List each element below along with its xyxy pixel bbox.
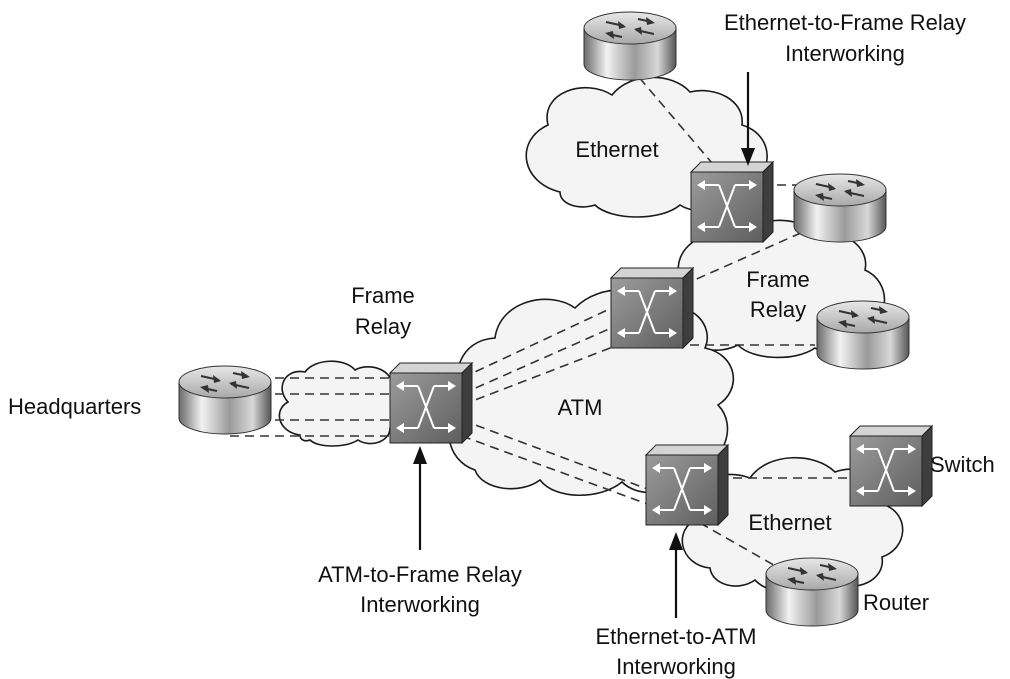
ethernet-top-label: Ethernet xyxy=(575,137,658,162)
ethernet-bottom-label: Ethernet xyxy=(748,510,831,535)
frame-relay-right-label-1: Frame xyxy=(746,267,810,292)
switch-label: Switch xyxy=(930,452,995,477)
frame-relay-left-label-2: Relay xyxy=(355,314,411,339)
cloud-frame-relay-left xyxy=(278,360,404,447)
router-label: Router xyxy=(863,590,929,615)
callout-eth-fr-line2: Interworking xyxy=(785,41,905,66)
switch-icon-switch xyxy=(849,425,933,507)
router-icon-bottom xyxy=(765,557,859,627)
router-icon-right-top xyxy=(793,173,887,243)
callout-eth-fr-line1: Ethernet-to-Frame Relay xyxy=(724,10,966,35)
frame-relay-left-label-1: Frame xyxy=(351,283,415,308)
callout-atm-fr-line1: ATM-to-Frame Relay xyxy=(318,562,522,587)
router-icon-top xyxy=(583,11,677,81)
switch-icon-atm-fr-right xyxy=(610,267,694,349)
callout-atm-fr-line2: Interworking xyxy=(360,592,480,617)
callout-eth-atm-line2: Interworking xyxy=(616,654,736,679)
frame-relay-right-label-2: Relay xyxy=(750,297,806,322)
router-icon-right-bottom xyxy=(816,300,910,370)
switch-icon-ethernet-fr xyxy=(690,161,774,243)
switch-icon-ethernet-atm xyxy=(645,444,729,526)
switch-icon-atm-fr-left xyxy=(389,362,473,444)
atm-label: ATM xyxy=(558,395,603,420)
router-icon-headquarters xyxy=(178,365,272,435)
callout-arrows xyxy=(413,72,755,618)
callout-eth-atm-line1: Ethernet-to-ATM xyxy=(596,624,757,649)
headquarters-label: Headquarters xyxy=(8,394,141,419)
